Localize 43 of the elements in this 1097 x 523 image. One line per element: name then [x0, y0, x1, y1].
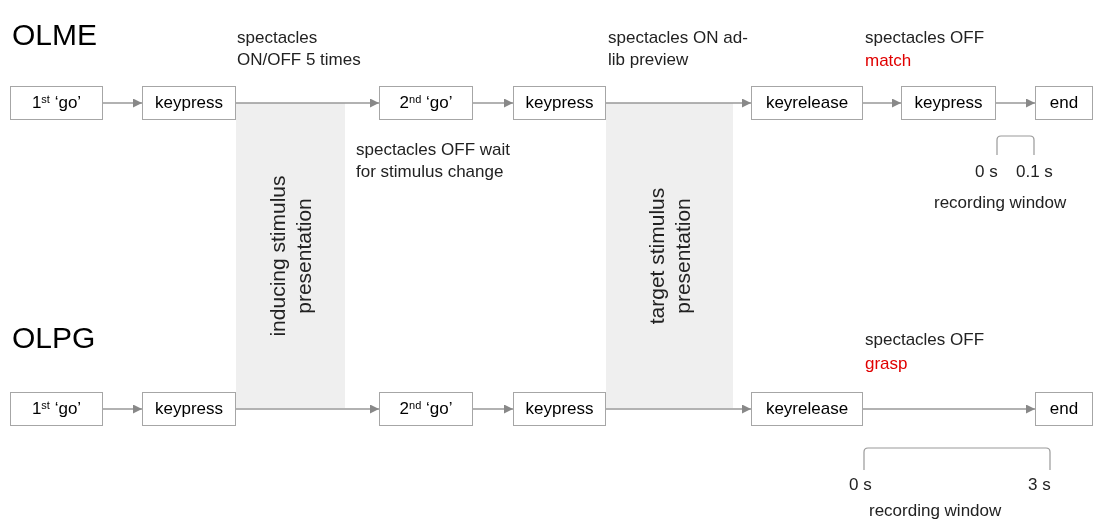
annotation-text: recording window [869, 501, 1002, 520]
arrow [995, 98, 1036, 108]
arrow [102, 404, 143, 414]
arrow [235, 404, 380, 414]
band-label: inducing stimulus presentation [265, 174, 315, 337]
annotation-text: spectacles ON/OFF 5 times [237, 28, 361, 69]
step-box: end [1035, 86, 1093, 120]
annotation-text: 0.1 s [1016, 162, 1053, 181]
annotation-text: match [865, 51, 912, 70]
annotation-text: 0 s [975, 162, 998, 181]
arrow [862, 404, 1036, 414]
step-box: keypress [142, 86, 236, 120]
arrow [235, 98, 380, 108]
step-box: 2$^{nd}$ ‘go’ [379, 392, 473, 426]
stimulus-band [236, 103, 345, 408]
step-box: 1$^{st}$ ‘go’ [10, 392, 103, 426]
annotation-text: 3 s [1028, 475, 1051, 494]
step-box: keyrelease [751, 392, 863, 426]
annotation-text: spectacles OFF [865, 28, 985, 47]
step-box: 1$^{st}$ ‘go’ [10, 86, 103, 120]
arrow [605, 98, 752, 108]
step-box: end [1035, 392, 1093, 426]
step-box: keypress [901, 86, 996, 120]
arrow [862, 98, 902, 108]
annotation-text: recording window [934, 193, 1067, 212]
arrow [102, 98, 143, 108]
condition-title: OLPG [12, 321, 96, 354]
annotation-text: spectacles OFF wait for stimulus change [356, 140, 510, 181]
arrow [472, 404, 514, 414]
step-box: keypress [513, 86, 606, 120]
stimulus-band [606, 103, 733, 408]
annotation-text: spectacles ON ad-lib preview [608, 28, 748, 69]
step-box: keypress [513, 392, 606, 426]
arrow [605, 404, 752, 414]
step-box: keyrelease [751, 86, 863, 120]
condition-title: OLME [12, 18, 98, 51]
annotation-text: spectacles OFF [865, 330, 985, 349]
step-box: 2$^{nd}$ ‘go’ [379, 86, 473, 120]
annotation-text: grasp [865, 354, 908, 373]
annotation-text: 0 s [849, 475, 872, 494]
band-label: target stimulus presentation [644, 187, 694, 324]
step-box: keypress [142, 392, 236, 426]
arrow [472, 98, 514, 108]
